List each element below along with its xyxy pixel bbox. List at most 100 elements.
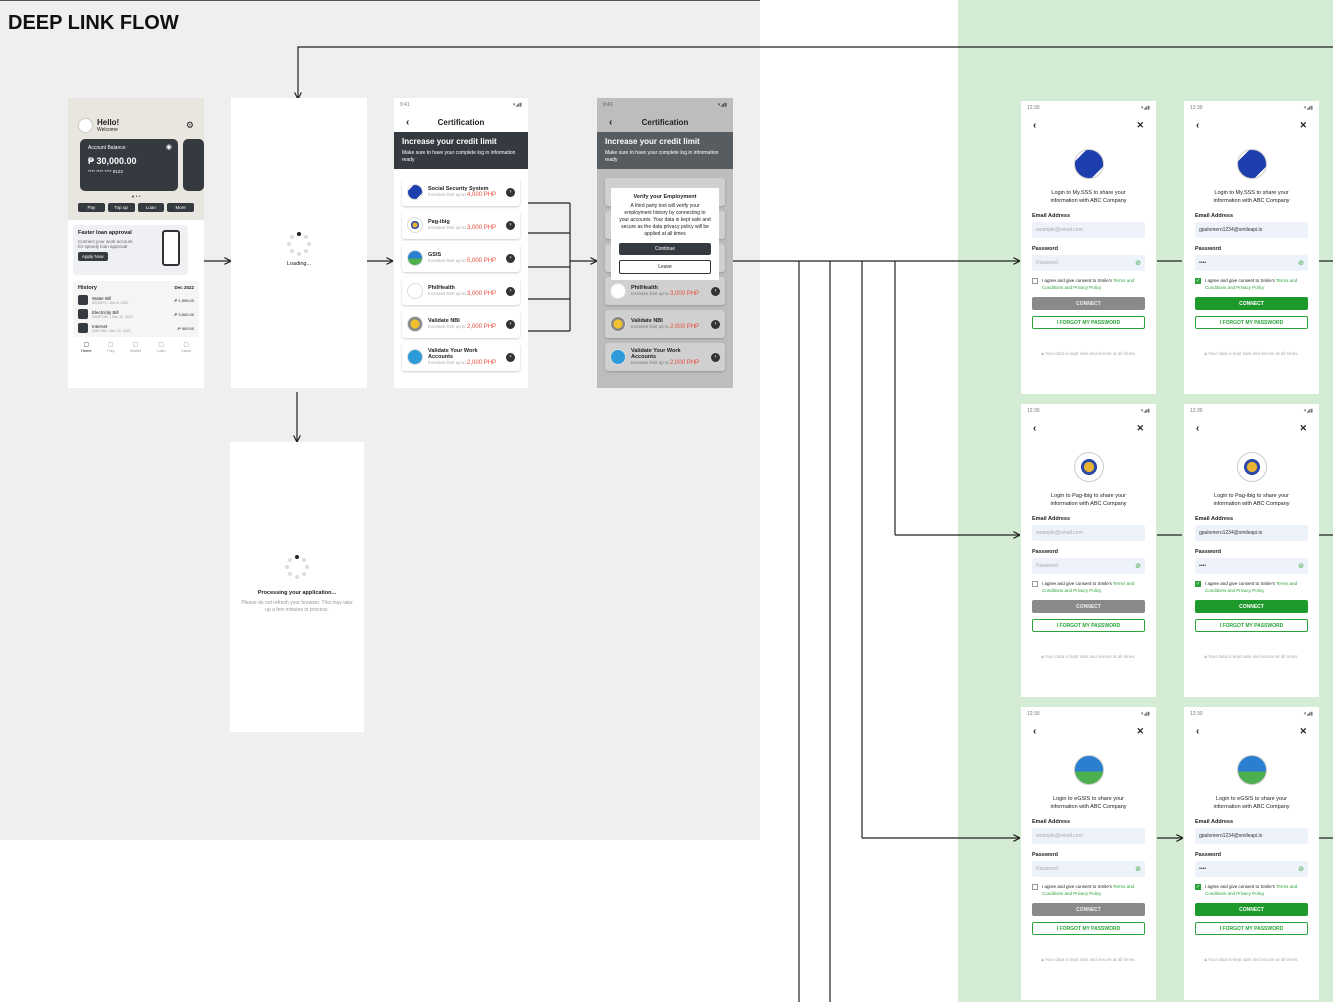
terms-link[interactable]: Terms and Conditions and Privacy Policy [1042,581,1135,593]
eye-off-icon[interactable]: ⊘ [1298,866,1304,873]
balance-card[interactable]: Account Balance ◉ ₱ 30,000.00 **** **** … [80,139,178,191]
eye-off-icon[interactable]: ⊘ [1135,563,1141,570]
chevron-right-icon[interactable]: › [506,253,515,263]
gsis-logo-icon [1236,755,1267,785]
action-pay-button[interactable]: Pay [78,203,105,212]
chevron-right-icon[interactable]: › [711,352,720,362]
nav-loan[interactable]: ▢Loan [157,341,166,353]
email-input[interactable]: gpalomero1234@smileapi.io [1195,222,1308,238]
action-loan-button[interactable]: Loan [137,203,165,212]
chevron-right-icon[interactable]: › [506,286,515,296]
nav-pay[interactable]: ▢Pay [107,341,114,353]
forgot-password-button[interactable]: I FORGOT MY PASSWORD [1195,619,1308,632]
second-card[interactable] [183,139,204,191]
connect-button[interactable]: CONNECT [1195,600,1308,613]
email-input[interactable]: example@email.com [1032,525,1145,541]
nbi-logo-icon [610,316,626,332]
action-top-up-button[interactable]: Top up [107,203,135,212]
greeting: Hello! [97,118,120,127]
history-month[interactable]: Dec 2022 [174,285,194,290]
forgot-password-button[interactable]: I FORGOT MY PASSWORD [1032,922,1145,935]
consent-checkbox[interactable]: ✓ [1195,884,1201,890]
consent-checkbox[interactable] [1032,581,1038,587]
eye-icon[interactable]: ◉ [165,144,172,151]
back-icon[interactable]: ‹ [406,116,410,128]
back-icon[interactable]: ‹ [1033,725,1037,737]
chevron-right-icon[interactable]: › [506,187,515,197]
terms-link[interactable]: Terms and Conditions and Privacy Policy [1205,581,1298,593]
action-more-button[interactable]: More [167,203,194,212]
eye-off-icon[interactable]: ⊘ [1298,260,1304,267]
continue-button[interactable]: Continue [619,243,711,255]
gear-icon[interactable]: ⚙ [185,120,194,130]
back-icon[interactable]: ‹ [609,116,613,128]
password-input[interactable]: Password⊘ [1032,558,1145,574]
consent-checkbox[interactable]: ✓ [1195,278,1201,284]
chevron-right-icon[interactable]: › [506,352,515,362]
consent-checkbox[interactable] [1032,278,1038,284]
page-title: DEEP LINK FLOW [8,12,179,34]
limit-prefix: Increase limit up to [631,360,671,365]
apply-now-button[interactable]: Apply Now [78,252,108,261]
nav-home[interactable]: ▢Home [81,341,92,353]
password-input[interactable]: Password⊘ [1032,255,1145,271]
close-icon[interactable]: ✕ [1136,725,1144,736]
close-icon[interactable]: ✕ [1299,725,1307,736]
email-input[interactable]: gpalomero1234@smileapi.io [1195,828,1308,844]
terms-link[interactable]: Terms and Conditions and Privacy Policy [1042,884,1135,896]
forgot-password-button[interactable]: I FORGOT MY PASSWORD [1195,316,1308,329]
consent-checkbox[interactable] [1032,884,1038,890]
close-icon[interactable]: ✕ [1299,119,1307,130]
back-icon[interactable]: ‹ [1196,725,1200,737]
close-icon[interactable]: ✕ [1299,422,1307,433]
connect-button[interactable]: CONNECT [1032,600,1145,613]
terms-link[interactable]: Terms and Conditions and Privacy Policy [1205,278,1298,290]
terms-link[interactable]: Terms and Conditions and Privacy Policy [1205,884,1298,896]
nav-wallet[interactable]: ▢Wallet [130,341,141,353]
forgot-password-button[interactable]: I FORGOT MY PASSWORD [1032,619,1145,632]
consent-checkbox[interactable]: ✓ [1195,581,1201,587]
connect-button[interactable]: CONNECT [1032,903,1145,916]
email-input[interactable]: gpalomero1234@smileapi.io [1195,525,1308,541]
eye-off-icon[interactable]: ⊘ [1135,866,1141,873]
close-icon[interactable]: ✕ [1136,422,1144,433]
close-icon[interactable]: ✕ [1136,119,1144,130]
chevron-right-icon[interactable]: › [711,286,720,296]
back-icon[interactable]: ‹ [1033,119,1037,131]
chevron-right-icon[interactable]: › [711,319,720,329]
eye-off-icon[interactable]: ⊘ [1135,260,1141,267]
password-input[interactable]: ••••⊘ [1195,255,1308,271]
eye-off-icon[interactable]: ⊘ [1298,563,1304,570]
terms-link[interactable]: Terms and Conditions and Privacy Policy [1042,278,1135,290]
back-icon[interactable]: ‹ [1196,119,1200,131]
connect-button[interactable]: CONNECT [1195,903,1308,916]
back-icon[interactable]: ‹ [1196,422,1200,434]
password-input[interactable]: ••••⊘ [1195,558,1308,574]
forgot-password-button[interactable]: I FORGOT MY PASSWORD [1195,922,1308,935]
leave-button[interactable]: Leave [619,260,711,274]
password-input[interactable]: ••••⊘ [1195,861,1308,877]
back-icon[interactable]: ‹ [1033,422,1037,434]
chevron-right-icon[interactable]: › [506,319,515,329]
email-input[interactable]: example@email.com [1032,828,1145,844]
forgot-password-button[interactable]: I FORGOT MY PASSWORD [1032,316,1145,329]
email-input[interactable]: example@email.com [1032,222,1145,238]
password-input[interactable]: Password⊘ [1032,861,1145,877]
chevron-right-icon[interactable]: › [506,220,515,230]
connect-button[interactable]: CONNECT [1032,297,1145,310]
nav-inbox[interactable]: ▢Inbox [181,341,191,353]
connect-button[interactable]: CONNECT [1195,297,1308,310]
